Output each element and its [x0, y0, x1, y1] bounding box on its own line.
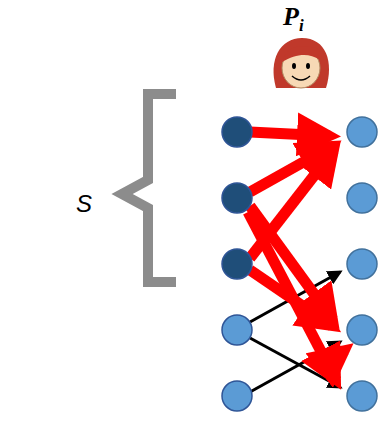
player-letter: P	[283, 2, 299, 31]
person-icon	[274, 38, 329, 88]
set-label: S	[76, 190, 92, 218]
red-edges	[248, 132, 345, 380]
left-vertices	[222, 117, 252, 411]
player-label: Pi	[283, 2, 304, 32]
player-subscript: i	[299, 16, 304, 35]
right-vertices	[347, 117, 377, 411]
set-bracket	[122, 94, 176, 282]
